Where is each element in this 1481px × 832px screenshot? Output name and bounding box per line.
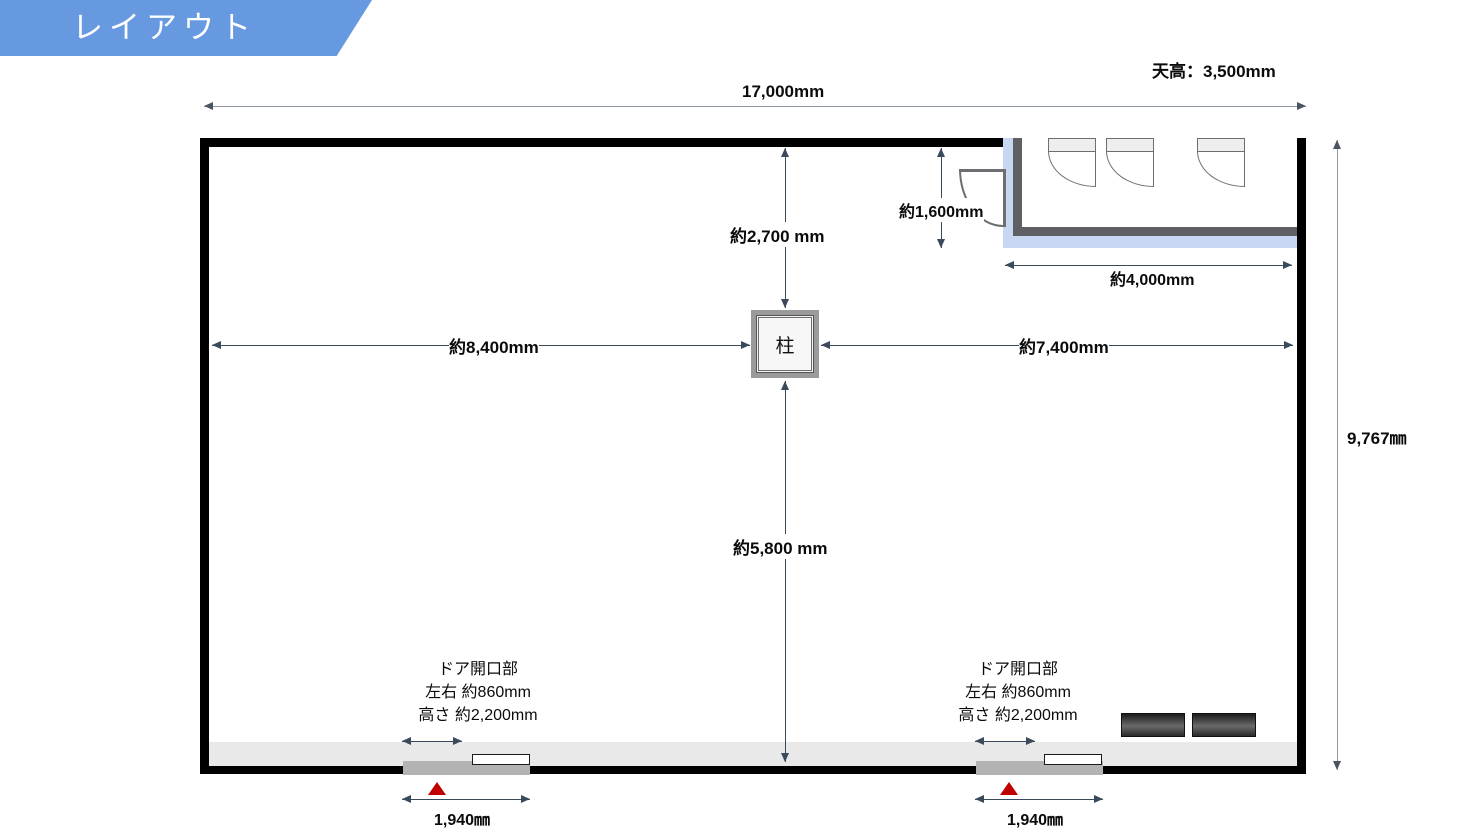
left-door-height: 高さ 約2,200mm [418, 707, 538, 724]
page-title: レイアウト [72, 10, 257, 45]
restroom-stall [1106, 138, 1154, 190]
right-door-width: 左右 約860mm [965, 684, 1071, 701]
restroom-stall [1048, 138, 1096, 190]
ceiling-height-note: 天高：3,500mm [1152, 57, 1276, 82]
header-banner: レイアウト [0, 0, 372, 56]
restroom-width-label: 約4,000mm [1110, 266, 1195, 290]
left-door-offset-dimension-line [402, 795, 530, 803]
left-door-offset-label: 1,940㎜ [434, 806, 491, 830]
restroom-depth-label: 約1,600mm [899, 198, 984, 222]
restroom-inner-wall-left [1013, 138, 1022, 236]
right-door-opening-dimension-line [975, 737, 1035, 745]
banner-shape [0, 0, 372, 56]
right-door-height: 高さ 約2,200mm [958, 707, 1078, 724]
stall-partition [1106, 138, 1154, 152]
equipment-unit [1192, 713, 1256, 737]
pillar: 柱 [751, 310, 819, 378]
restroom-stall [1197, 138, 1245, 190]
door-jamb [1003, 169, 1006, 227]
pillar-to-bottom-label: 約5,800 mm [733, 534, 828, 559]
pillar-label: 柱 [758, 317, 812, 371]
left-door-annotation: ドア開口部 左右 約860mm 高さ 約2,200mm [368, 658, 588, 727]
pillar-to-right-label: 約7,400mm [1019, 333, 1109, 358]
right-door-offset-dimension-line [975, 795, 1103, 803]
right-door-marker-icon [1000, 782, 1018, 795]
pillar-to-top-label: 約2,700 mm [730, 222, 825, 247]
left-door-leaf [472, 754, 530, 765]
right-door-title: ドア開口部 [977, 661, 1058, 678]
right-door-leaf [1044, 754, 1102, 765]
left-door-width: 左右 約860mm [425, 684, 531, 701]
overall-width-label: 17,000mm [742, 82, 825, 102]
pillar-to-left-label: 約8,400mm [449, 333, 539, 358]
right-door-offset-label: 1,940㎜ [1007, 806, 1064, 830]
restroom-outer-wall-left [1003, 138, 1013, 248]
pillar-to-bottom-dimension-line [781, 381, 789, 762]
bottom-wall-inner-band [209, 742, 1297, 766]
stall-partition [1197, 138, 1245, 152]
restroom-area [1003, 138, 1297, 248]
equipment-unit [1121, 713, 1185, 737]
overall-height-dimension-line [1333, 140, 1341, 770]
restroom-outer-wall-bottom [1003, 234, 1297, 248]
overall-height-value: 9,767㎜ [1347, 429, 1407, 448]
overall-width-dimension-line [204, 102, 1306, 110]
left-door-title: ドア開口部 [437, 661, 518, 678]
left-door-marker-icon [428, 782, 446, 795]
stall-partition [1048, 138, 1096, 152]
overall-height-label: 9,767㎜ [1347, 424, 1407, 449]
restroom-inner-wall-bottom [1013, 227, 1297, 236]
restroom-width-dimension-line [1005, 261, 1292, 269]
right-door-annotation: ドア開口部 左右 約860mm 高さ 約2,200mm [908, 658, 1128, 727]
left-door-opening-dimension-line [402, 737, 462, 745]
